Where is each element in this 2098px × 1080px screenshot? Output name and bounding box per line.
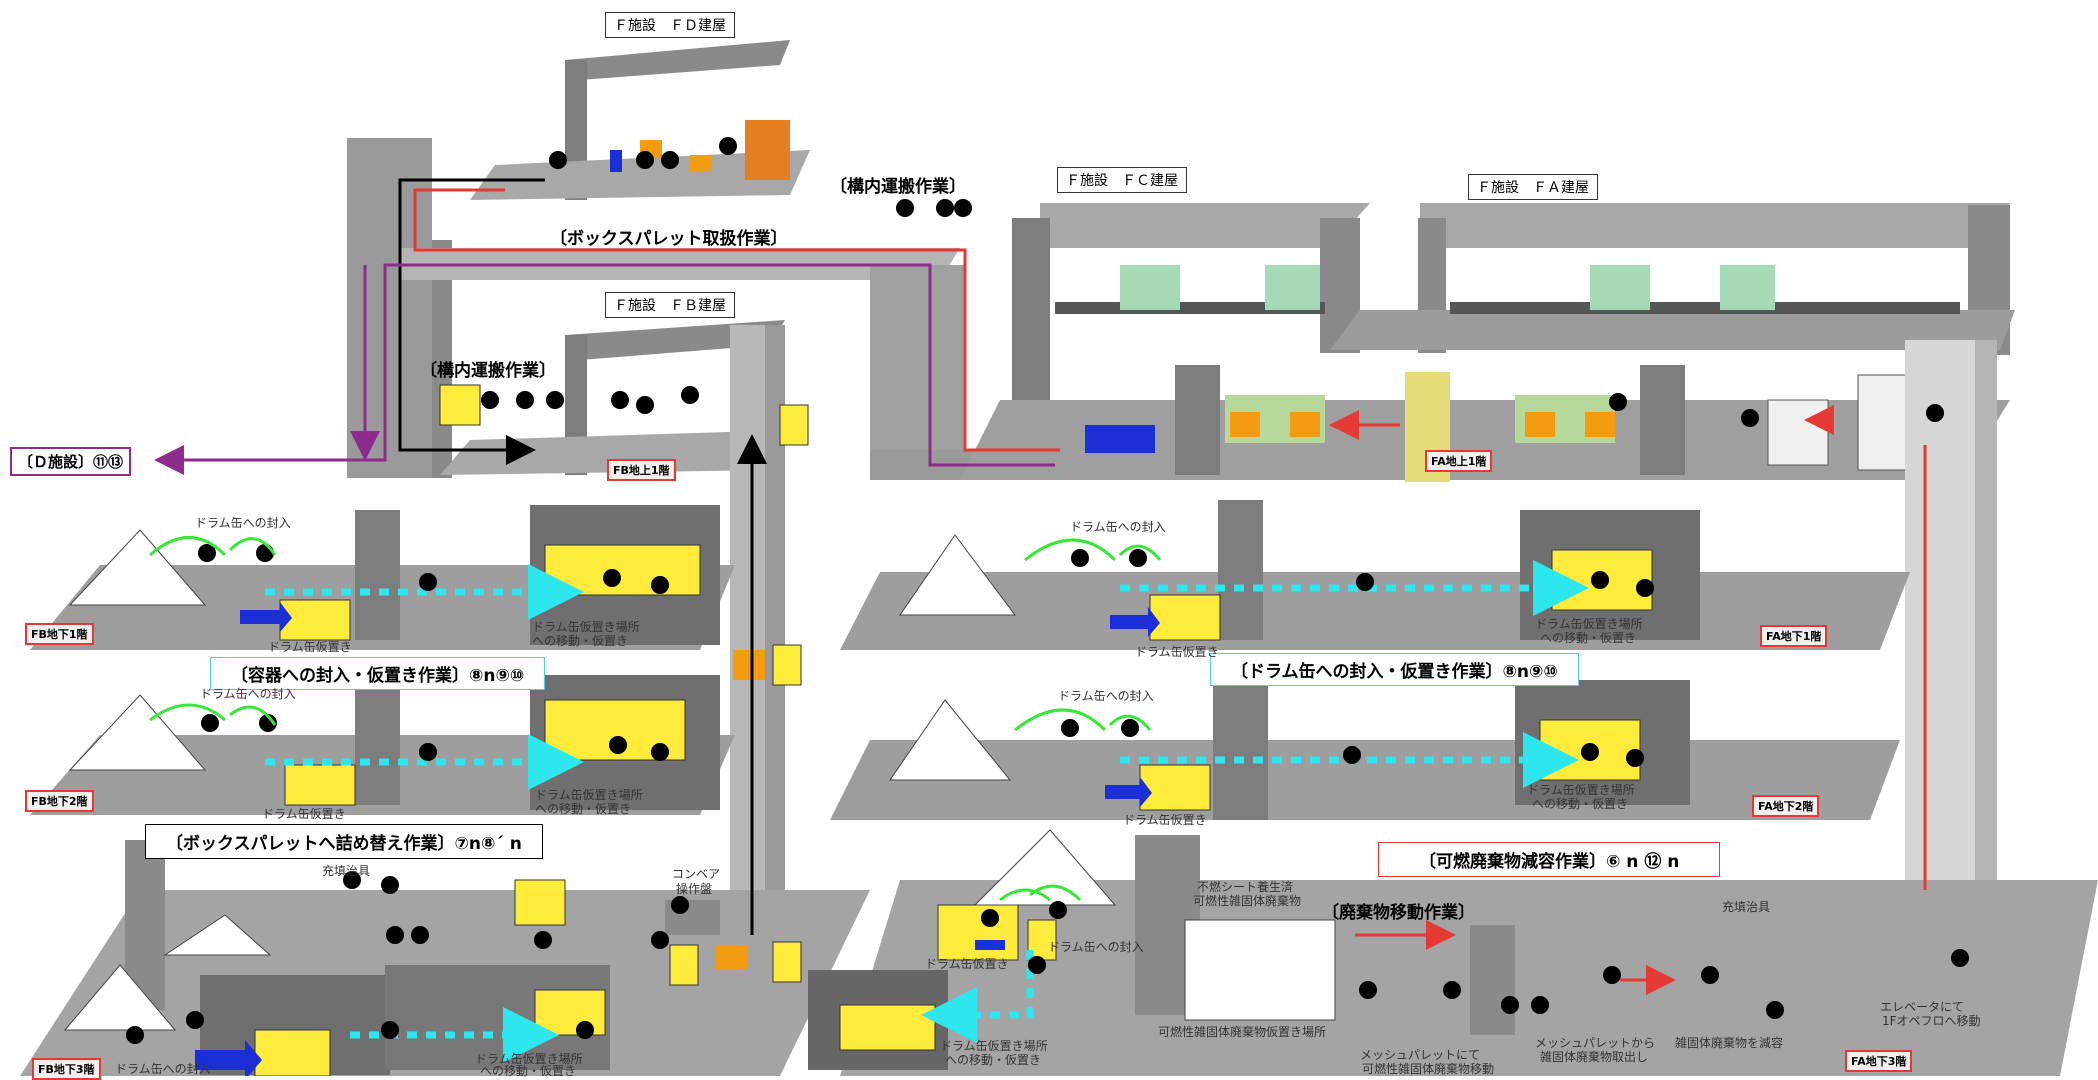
note-mesh-take-a: メッシュパレットから: [1535, 1036, 1655, 1050]
note-drum-temp-fa3: ドラム缶仮置き: [925, 957, 1009, 971]
floor-fb-b1: FB地下1階: [25, 623, 94, 645]
note-filling-jig-fb3: 充填治具: [322, 864, 370, 878]
note-elevator-b: 1Fオペフロへ移動: [1882, 1014, 1981, 1028]
label-combustible-reduction: 〔可燃廃棄物減容作業〕⑥ n ⑫ n: [1378, 842, 1720, 877]
note-comb-temp: 可燃性雑固体廃棄物仮置き場所: [1158, 1025, 1326, 1039]
note-move-temp-fb2a: ドラム缶仮置き場所: [535, 788, 643, 802]
note-move-temp-fa1a: ドラム缶仮置き場所: [1535, 617, 1643, 631]
note-filling-jig-fa3: 充填治具: [1722, 900, 1770, 914]
floor-fb-b2: FB地下2階: [25, 790, 94, 812]
note-drum-temp-fa1: ドラム缶仮置き: [1135, 645, 1219, 659]
fc-fa-upper: [960, 203, 2015, 482]
label-container-sealing: 〔容器への封入・仮置き作業〕⑧n⑨⑩: [210, 657, 545, 690]
note-noncomb-b: 可燃性雑固体廃棄物: [1193, 894, 1301, 908]
label-fa-building: Ｆ施設 ＦＡ建屋: [1468, 174, 1598, 200]
floor-fb-b3: FB地下3階: [32, 1058, 101, 1080]
floor-fa-b1: FA地下1階: [1760, 625, 1827, 647]
label-fc-building: Ｆ施設 ＦＣ建屋: [1057, 167, 1187, 193]
label-fd-building: Ｆ施設 ＦＤ建屋: [605, 12, 735, 38]
note-move-temp-fa2a: ドラム缶仮置き場所: [1527, 783, 1635, 797]
note-mesh-b: 可燃性雑固体廃棄物移動: [1362, 1062, 1494, 1076]
note-noncomb-a: 不燃シート養生済: [1197, 880, 1293, 894]
label-box-pallet-repack: 〔ボックスパレットへ詰め替え作業〕⑦n⑧´ n: [145, 824, 543, 859]
note-drum-seal-fa3: ドラム缶への封入: [1048, 940, 1144, 954]
note-move-temp-fb2b: への移動・仮置き: [535, 802, 631, 816]
note-mesh-a: メッシュパレットにて: [1360, 1048, 1480, 1062]
note-move-temp-fb1b: への移動・仮置き: [532, 634, 628, 648]
label-transport-top: 〔構内運搬作業〕: [830, 172, 966, 197]
label-waste-move: 〔廃棄物移動作業〕: [1322, 898, 1475, 923]
label-box-pallet-handling: 〔ボックスパレット取扱作業〕: [550, 224, 788, 249]
note-drum-seal-fb1: ドラム缶への封入: [195, 516, 291, 530]
note-move-temp-fa3a: ドラム缶仮置き場所: [940, 1039, 1048, 1053]
floor-fb-1f: FB地上1階: [607, 459, 676, 481]
note-drum-seal-fa1: ドラム缶への封入: [1070, 520, 1166, 534]
label-d-facility: 〔Ｄ施設〕⑪⑬: [10, 447, 131, 476]
note-drum-seal-fb2: ドラム缶への封入: [200, 687, 296, 701]
floor-fa-1f: FA地上1階: [1425, 450, 1492, 472]
fa-b1-floor: [840, 500, 1910, 650]
label-fb-building: Ｆ施設 ＦＢ建屋: [605, 292, 735, 318]
label-drum-sealing: 〔ドラム缶への封入・仮置き作業〕⑧n⑨⑩: [1210, 653, 1579, 686]
note-drum-temp-fa2: ドラム缶仮置き: [1123, 813, 1207, 827]
note-drum-temp-fb2: ドラム缶仮置き: [262, 807, 346, 821]
fd-building: [470, 40, 810, 200]
note-drum-temp-fb1: ドラム缶仮置き: [268, 640, 352, 654]
note-move-temp-fa2b: への移動・仮置き: [1532, 797, 1628, 811]
floor-fa-b3: FA地下3階: [1845, 1050, 1912, 1072]
floor-fa-b2: FA地下2階: [1752, 795, 1819, 817]
note-drum-seal-fa2: ドラム缶への封入: [1058, 689, 1154, 703]
label-transport-fb: 〔構内運搬作業〕: [420, 356, 556, 381]
note-conveyor-a: コンベア: [672, 867, 720, 881]
note-drum-seal-fb3: ドラム缶への封入: [115, 1062, 211, 1076]
note-reduce: 雑固体廃棄物を減容: [1675, 1036, 1783, 1050]
fa-b2-floor: [830, 680, 1900, 820]
note-conveyor-b: 操作盤: [676, 882, 712, 896]
note-elevator-a: エレベータにて: [1880, 1000, 1964, 1014]
note-move-temp-fb1a: ドラム缶仮置き場所: [532, 620, 640, 634]
note-mesh-take-b: 雑固体廃棄物取出し: [1540, 1050, 1648, 1064]
note-move-temp-fa1b: への移動・仮置き: [1540, 631, 1636, 645]
note-move-temp-fa3b: への移動・仮置き: [945, 1053, 1041, 1067]
